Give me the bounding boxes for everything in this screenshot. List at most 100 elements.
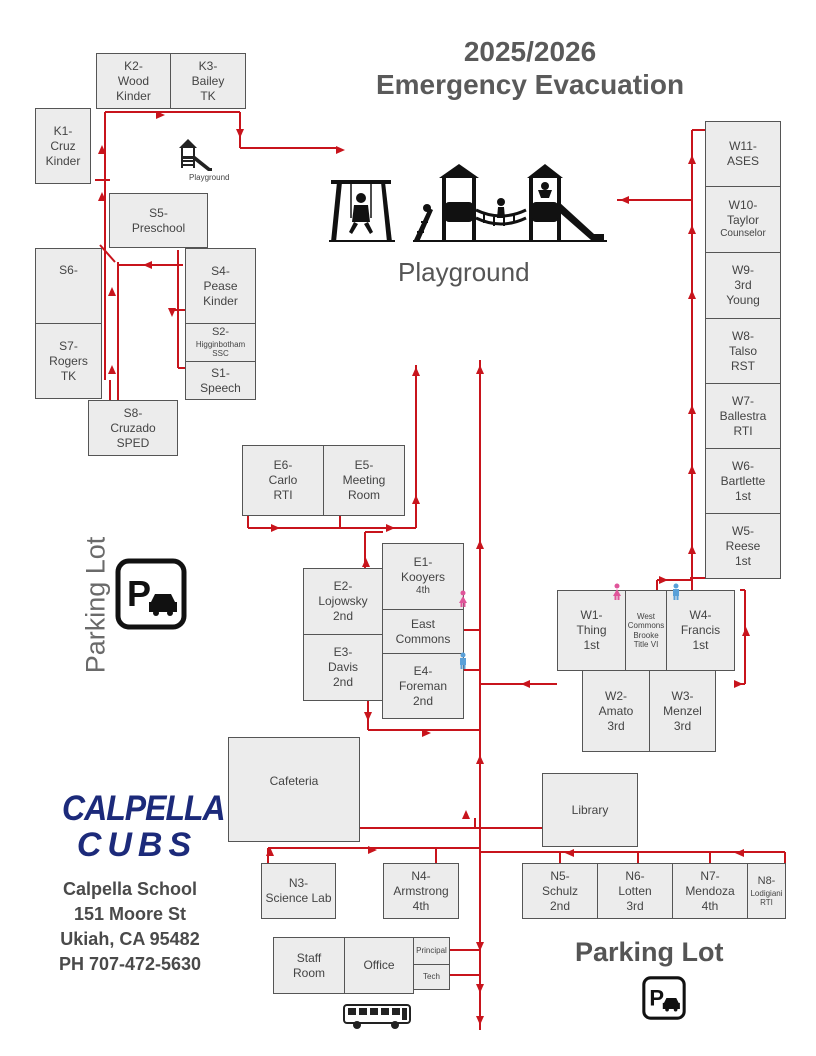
parking-lot-right-label: Parking Lot	[575, 937, 724, 967]
room-w6: W6- Bartlette 1st	[705, 448, 781, 514]
room-s2: S2- Higginbotham SSC	[185, 323, 256, 362]
room-n6: N6- Lotten 3rd	[597, 863, 673, 919]
logo-word-top: CALPELLA	[62, 788, 226, 828]
swing-icon	[329, 180, 395, 242]
route-arrow	[688, 225, 696, 234]
route-arrow	[362, 558, 370, 567]
car-icon	[149, 594, 177, 616]
room-n8-name: Lodigiani RTI	[750, 888, 783, 907]
route-arrow	[271, 524, 280, 532]
room-w4: W4- Francis 1st	[666, 590, 735, 671]
route-arrow	[688, 465, 696, 474]
route-arrow	[476, 755, 484, 764]
route-line	[99, 244, 116, 263]
route-arrow	[364, 712, 372, 721]
room-s7: S7- Rogers TK	[35, 323, 102, 399]
route-arrow	[688, 290, 696, 299]
room-s8: S8- Cruzado SPED	[88, 400, 178, 456]
girls-restroom-icon	[613, 583, 621, 600]
route-arrow	[462, 810, 470, 819]
parking-icon-small: P	[642, 976, 686, 1020]
room-n8: N8- Lodigiani RTI	[747, 863, 786, 919]
room-w2: W2- Amato 3rd	[582, 670, 650, 752]
route-arrow	[521, 680, 530, 688]
room-principal: Principal	[413, 937, 450, 965]
school-phone: PH 707-472-5630	[58, 954, 202, 974]
room-s1: S1- Speech	[185, 361, 256, 400]
route-arrow	[476, 1016, 484, 1025]
route-arrow	[168, 308, 176, 317]
logo-word-bottom: CUBS	[76, 826, 198, 864]
room-s2-name: Higginbotham SSC	[195, 340, 246, 359]
room-w1: W1- Thing 1st	[557, 590, 626, 671]
play-structure-icon	[413, 164, 607, 242]
room-s5: S5- Preschool	[109, 193, 208, 248]
room-n7: N7- Mendoza 4th	[672, 863, 748, 919]
room-e6: E6- Carlo RTI	[242, 445, 324, 516]
boys-restroom-icon	[460, 652, 466, 669]
route-arrow	[336, 146, 345, 154]
room-n3: N3- Science Lab	[261, 863, 336, 919]
school-street: 151 Moore St	[73, 904, 187, 924]
route-arrow	[688, 155, 696, 164]
room-n8-code: N8-	[757, 874, 776, 887]
room-staff: Staff Room	[273, 937, 345, 994]
school-city: Ukiah, CA 95482	[60, 929, 200, 949]
room-cafeteria: Cafeteria	[228, 737, 360, 842]
room-west-commons: West Commons Brooke Title VI	[625, 590, 667, 671]
school-logo: CALPELLA CUBS	[62, 788, 226, 868]
route-arrow	[742, 627, 750, 636]
route-arrow	[734, 680, 743, 688]
playground-small-label: Playground	[189, 173, 230, 182]
room-tech: Tech	[413, 964, 450, 990]
route-arrow	[108, 287, 116, 296]
room-w3: W3- Menzel 3rd	[649, 670, 716, 752]
route-arrow	[476, 365, 484, 374]
room-e1: E1- Kooyers 4th	[382, 543, 464, 610]
room-e5: E5- Meeting Room	[323, 445, 405, 516]
room-k2: K2- Wood Kinder	[96, 53, 171, 109]
route-arrow	[386, 524, 395, 532]
room-e4: E4- Foreman 2nd	[382, 653, 464, 719]
girls-restroom-icon	[459, 590, 467, 607]
route-arrow	[735, 849, 744, 857]
parking-lot-left-label: Parking Lot	[80, 536, 111, 674]
route-arrow	[98, 145, 106, 154]
bus-icon	[343, 1004, 411, 1029]
room-e2: E2- Lojowsky 2nd	[303, 568, 383, 635]
room-w10-role: Counselor	[720, 228, 766, 240]
room-s4: S4- Pease Kinder	[185, 248, 256, 324]
room-w11: W11- ASES	[705, 121, 781, 187]
room-w8: W8- Talso RST	[705, 318, 781, 384]
playground-label: Playground	[398, 257, 530, 287]
room-e1-name: E1- Kooyers	[400, 555, 446, 585]
parking-sign-letter: P	[127, 573, 151, 614]
room-n4: N4- Armstrong 4th	[383, 863, 459, 919]
room-w10-name: W10- Taylor	[726, 198, 759, 228]
route-arrow	[266, 847, 274, 856]
route-arrow	[412, 495, 420, 504]
room-w10: W10- Taylor Counselor	[705, 186, 781, 253]
route-arrow	[368, 846, 377, 854]
parking-icon: P	[115, 558, 187, 630]
route-arrow	[620, 196, 629, 204]
room-s6: S6-	[35, 248, 102, 324]
room-e1-grade: 4th	[416, 585, 430, 597]
room-w9: W9- 3rd Young	[705, 252, 781, 319]
title-year: 2025/2026	[463, 36, 597, 67]
route-arrow	[143, 261, 152, 269]
title-heading: Emergency Evacuation	[375, 69, 685, 100]
room-w7: W7- Ballestra RTI	[705, 383, 781, 449]
room-k3: K3- Bailey TK	[170, 53, 246, 109]
route-arrow	[108, 365, 116, 374]
route-arrow	[476, 540, 484, 549]
room-w5: W5- Reese 1st	[705, 513, 781, 579]
school-name: Calpella School	[62, 879, 198, 899]
route-arrow	[476, 942, 484, 951]
playground-icon	[179, 139, 212, 171]
room-s2-code: S2-	[211, 326, 230, 339]
car-icon	[662, 998, 680, 1012]
route-arrow	[422, 729, 431, 737]
route-arrow	[659, 576, 668, 584]
